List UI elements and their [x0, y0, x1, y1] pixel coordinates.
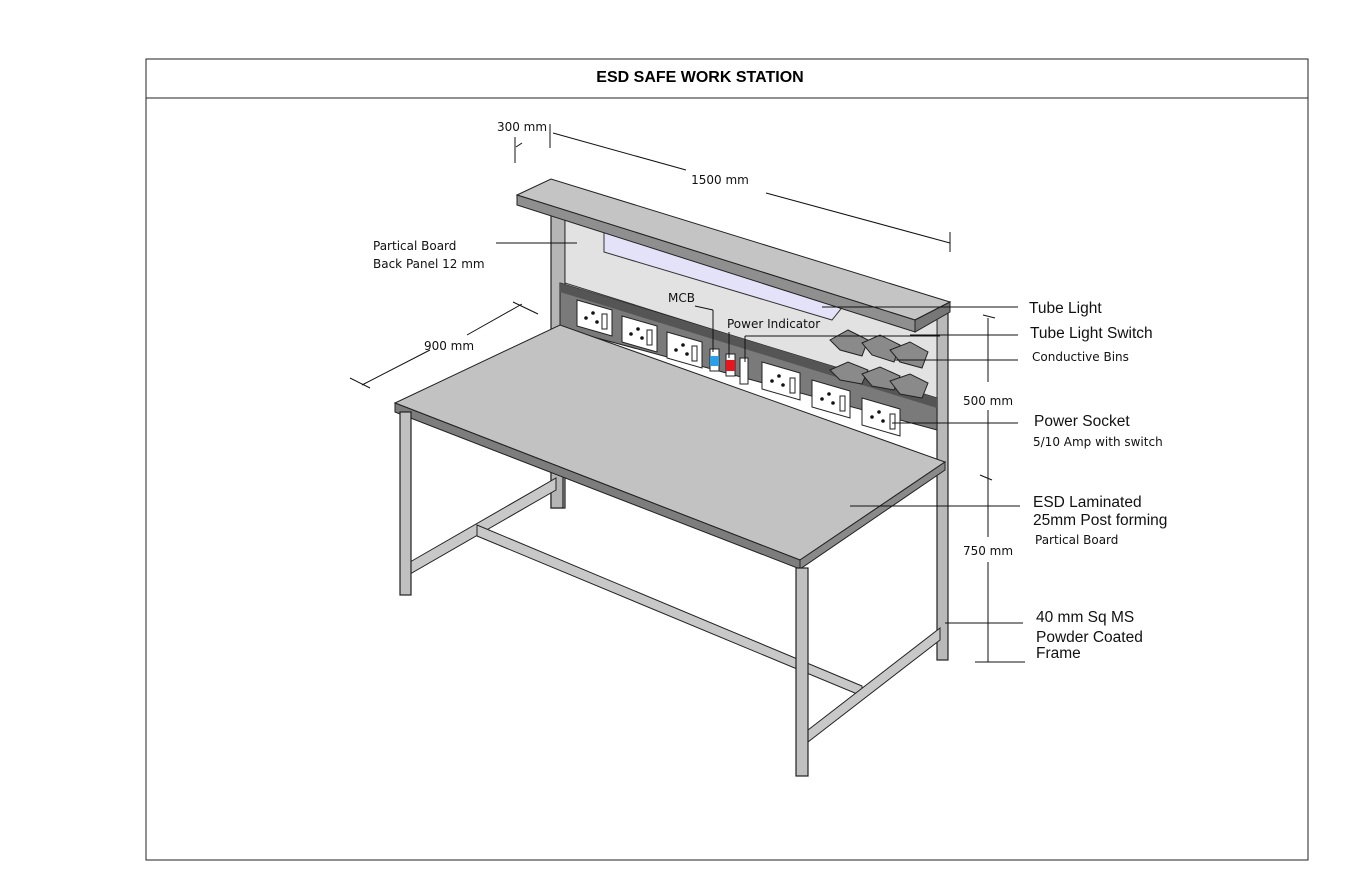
label-tube-light: Tube Light	[1029, 300, 1102, 317]
back-right-leg	[936, 309, 949, 661]
front-right-leg	[795, 567, 809, 777]
right-stretcher	[807, 626, 941, 744]
dimension-lines	[349, 124, 1025, 663]
dim-900: 900 mm	[424, 339, 474, 353]
label-power-socket: Power Socket	[1034, 413, 1130, 430]
power-indicator-lamp	[726, 360, 735, 371]
label-back-panel-2: Back Panel 12 mm	[373, 257, 485, 271]
tube-light-switch	[739, 357, 749, 385]
socket-pins	[584, 311, 885, 423]
label-top-2: 25mm Post forming	[1033, 512, 1167, 529]
dim-750: 750 mm	[963, 544, 1013, 558]
leader-lines	[496, 242, 1023, 624]
label-frame-3: Frame	[1036, 645, 1081, 662]
label-tube-light-switch: Tube Light Switch	[1030, 325, 1153, 342]
dim-300: 300 mm	[497, 120, 547, 134]
label-conductive-bins: Conductive Bins	[1032, 350, 1129, 364]
drawing-frame	[145, 58, 1309, 861]
mcb-toggle	[710, 356, 719, 366]
label-top-1: ESD Laminated	[1033, 494, 1142, 511]
workstation-drawing	[393, 178, 952, 777]
label-power-socket-sub: 5/10 Amp with switch	[1033, 435, 1163, 449]
label-top-3: Partical Board	[1035, 533, 1118, 547]
label-power-indicator: Power Indicator	[727, 317, 820, 331]
dim-1500: 1500 mm	[691, 173, 749, 187]
label-frame-2: Powder Coated	[1036, 629, 1143, 646]
conductive-bins	[829, 329, 929, 399]
front-left-leg	[399, 411, 412, 596]
dim-500: 500 mm	[963, 394, 1013, 408]
label-mcb: MCB	[668, 291, 695, 305]
drawing-title: ESD SAFE WORK STATION	[596, 69, 803, 86]
socket-switches	[601, 313, 896, 430]
label-frame-1: 40 mm Sq MS	[1036, 609, 1134, 626]
label-back-panel-1: Partical Board	[373, 239, 456, 253]
